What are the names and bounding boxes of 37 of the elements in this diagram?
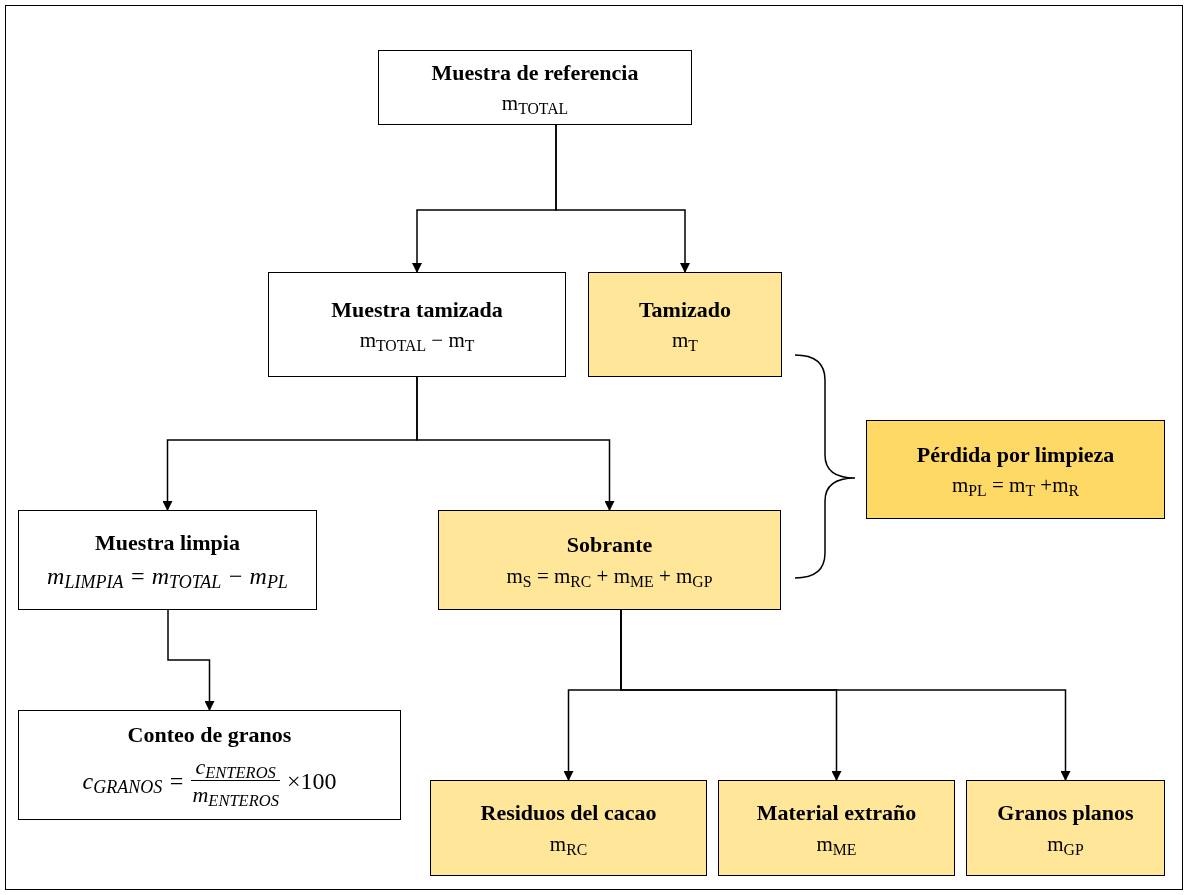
- box-heading: Granos planos: [997, 799, 1134, 827]
- arrow: [416, 376, 615, 511]
- box-heading: Tamizado: [638, 295, 732, 324]
- process-box: [588, 272, 782, 377]
- process-box: [18, 510, 317, 610]
- fraction-numerator: c$_{ENTEROS}$: [191, 752, 280, 782]
- formula: m$_{LIMPIA}$ = m$_{TOTAL}$ − m$_{PL}$: [47, 561, 288, 591]
- box-heading: Residuos del cacao: [480, 799, 657, 827]
- formula: m$_{RC}$: [549, 830, 588, 857]
- formula-term: c$_{GRANOS}$ =: [82, 766, 185, 799]
- process-box: [966, 780, 1165, 876]
- process-box: [378, 50, 692, 125]
- box-heading: Muestra limpia: [95, 529, 240, 557]
- box-heading: Muestra de referencia: [431, 58, 639, 87]
- box-heading: Muestra tamizada: [331, 295, 503, 324]
- arrow: [555, 124, 690, 273]
- formula: m$_{T}$: [672, 327, 698, 354]
- process-box: [438, 510, 781, 610]
- process-box: [866, 420, 1165, 519]
- process-box: [718, 780, 955, 876]
- process-box: [430, 780, 707, 876]
- formula: m$_{TOTAL}$ − m$_{T}$: [359, 327, 475, 354]
- process-box: [268, 272, 566, 377]
- box-heading: Material extraño: [756, 799, 917, 827]
- formula: m$_{ME}$: [816, 830, 857, 857]
- arrow: [620, 609, 1071, 781]
- box-heading: Pérdida por limpieza: [916, 440, 1115, 469]
- formula: m$_{PL}$ = m$_{T}$ +m$_{R}$: [952, 472, 1079, 499]
- box-heading: Sobrante: [566, 531, 653, 559]
- formula: m$_{TOTAL}$: [501, 90, 569, 117]
- formula: m$_{S}$ = m$_{RC}$ + m$_{ME}$ + m$_{GP}$: [506, 562, 713, 589]
- fraction-denominator: m$_{ENTEROS}$: [191, 781, 280, 809]
- formula: m$_{GP}$: [1047, 830, 1084, 857]
- arrow: [167, 609, 215, 711]
- formula-term: ×100: [286, 766, 337, 796]
- box-heading: Conteo de granos: [127, 721, 292, 749]
- process-box: [18, 710, 401, 820]
